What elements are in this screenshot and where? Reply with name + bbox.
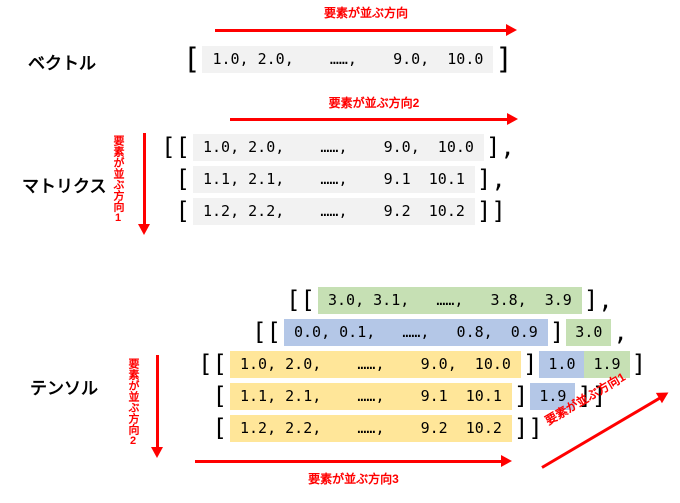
matrix-direction1-arrow-icon: [138, 133, 151, 235]
open-brackets: [: [175, 165, 190, 193]
open-brackets: [[: [161, 133, 190, 161]
tensor-row-values: 1.2, 2.2, ……, 9.2 10.2: [230, 415, 512, 442]
matrix-direction2-arrow-icon: [230, 113, 518, 126]
tensor-row-yellow: [ 1.1, 2.1, ……, 9.1 10.1 ] 1.9 ]]: [195, 383, 608, 410]
tensor-row-green: [[ 3.0, 3.1, ……, 3.8, 3.9 ],: [283, 287, 615, 314]
arrow-head: [151, 447, 163, 458]
open-bracket: [: [183, 42, 201, 76]
tensor-direction3-label: 要素が並ぶ方向3: [308, 472, 399, 486]
vector-values: 1.0, 2.0, ……, 9.0, 10.0: [202, 46, 494, 73]
matrix-row-values: 1.1, 2.1, ……, 9.1 10.1: [193, 166, 475, 193]
matrix-direction1-label: 要素が並ぶ方向1: [112, 134, 124, 224]
tensor-direction2-arrow-icon: [151, 355, 164, 458]
close-bracket: ]: [631, 350, 647, 378]
tensor-peek-cell: 1.9: [530, 383, 576, 410]
close-bracket: ]: [522, 350, 538, 378]
matrix-row: [[ 1.0, 2.0, ……, 9.0, 10.0 ],: [158, 134, 517, 161]
arrow-shaft: [215, 29, 508, 32]
comma: ,: [613, 318, 628, 346]
tensor-direction2-label: 要素が並ぶ方向2: [127, 357, 139, 447]
arrow-head: [138, 224, 150, 235]
arrow-shaft: [230, 118, 509, 121]
matrix-direction2-label: 要素が並ぶ方向2: [328, 96, 420, 110]
tensor-row-values: 0.0, 0.1, ……, 0.8, 0.9: [284, 319, 548, 346]
tensor-row-blue: [[ 0.0, 0.1, ……, 0.8, 0.9 ] 3.0 ,: [249, 319, 630, 346]
arrow-shaft: [156, 355, 159, 449]
matrix-row-values: 1.0, 2.0, ……, 9.0, 10.0: [193, 134, 484, 161]
arrow-head: [501, 455, 512, 467]
open-bracket: [: [212, 382, 227, 410]
vector-direction-arrow-icon: [215, 24, 517, 37]
open-brackets: [: [175, 197, 190, 225]
close-brackets: ]]: [476, 197, 506, 225]
arrow-head: [507, 113, 518, 125]
matrix-row: [ 1.2, 2.2, ……, 9.2 10.2 ]]: [158, 198, 508, 225]
tensor-peek-cell: 1.0: [539, 351, 585, 378]
arrow-shaft: [143, 133, 146, 226]
close-brackets: ]]: [513, 414, 543, 442]
tensor-section-label: テンソル: [30, 379, 98, 398]
close-bracket: ]: [495, 42, 513, 76]
tensor-peek-cell: 1.9: [584, 351, 630, 378]
close-brackets: ],: [583, 286, 613, 314]
vector-section-label: ベクトル: [28, 54, 96, 73]
open-brackets: [[: [198, 350, 227, 378]
close-brackets: ],: [485, 133, 515, 161]
matrix-section-label: マトリクス: [22, 177, 107, 196]
close-bracket: ]: [549, 318, 565, 346]
vector-row: [ 1.0, 2.0, ……, 9.0, 10.0 ]: [181, 42, 515, 76]
tensor-direction3-arrow-icon: [195, 455, 512, 468]
arrow-head: [506, 24, 517, 36]
open-bracket: [: [212, 414, 227, 442]
close-brackets: ],: [476, 165, 506, 193]
open-brackets: [[: [252, 318, 281, 346]
matrix-row: [ 1.1, 2.1, ……, 9.1 10.1 ],: [158, 166, 508, 193]
tensor-row-values: 3.0, 3.1, ……, 3.8, 3.9: [318, 287, 582, 314]
matrix-row-values: 1.2, 2.2, ……, 9.2 10.2: [193, 198, 475, 225]
close-brackets: ]]: [577, 382, 607, 410]
vector-direction-label: 要素が並ぶ方向: [323, 6, 408, 20]
close-bracket: ]: [513, 382, 529, 410]
tensor-row-values: 1.1, 2.1, ……, 9.1 10.1: [230, 383, 512, 410]
tensor-row-yellow: [ 1.2, 2.2, ……, 9.2 10.2 ]]: [195, 415, 545, 442]
open-brackets: [[: [286, 286, 315, 314]
tensor-row-values: 1.0, 2.0, ……, 9.0, 10.0: [230, 351, 521, 378]
tensor-peek-cell: 3.0: [566, 319, 612, 346]
arrow-shaft: [195, 460, 503, 463]
arrow-head: [655, 387, 672, 404]
tensor-row-yellow: [[ 1.0, 2.0, ……, 9.0, 10.0 ] 1.0 1.9 ]: [195, 351, 648, 378]
